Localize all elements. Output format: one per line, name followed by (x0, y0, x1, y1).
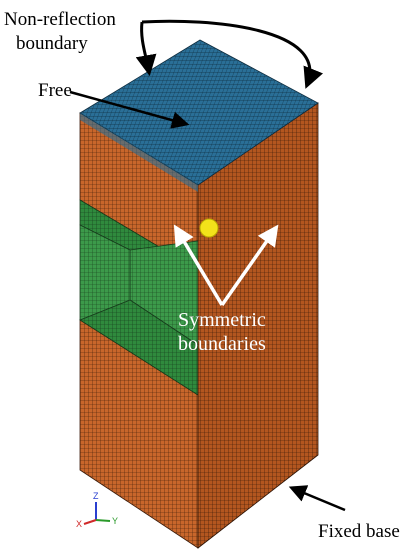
axis-triad: Z X Y (76, 491, 118, 529)
non-reflection-band-left (80, 113, 198, 192)
fixed-base-arrow (288, 485, 346, 512)
free-label: Free (38, 80, 72, 101)
free-arrow (69, 90, 190, 129)
fixed-base-label: Fixed base (318, 521, 400, 542)
non-reflection-label-line1: Non-reflection (4, 9, 116, 30)
symmetric-label-line2: boundaries (178, 333, 266, 355)
non-reflection-arrow-left (135, 21, 157, 77)
axis-z-label: Z (93, 491, 99, 501)
load-point (199, 218, 219, 238)
symmetric-arrow-left (173, 224, 224, 306)
axis-y-label: Y (112, 516, 118, 526)
non-reflection-arrow-right (141, 19, 324, 89)
non-reflection-label-line2: boundary (16, 33, 88, 54)
symmetric-label-line1: Symmetric (178, 309, 266, 331)
axis-x-label: X (76, 519, 82, 529)
free-surface (79, 39, 319, 186)
symmetric-arrow-right (220, 224, 279, 307)
notch-left-cut (79, 224, 131, 321)
